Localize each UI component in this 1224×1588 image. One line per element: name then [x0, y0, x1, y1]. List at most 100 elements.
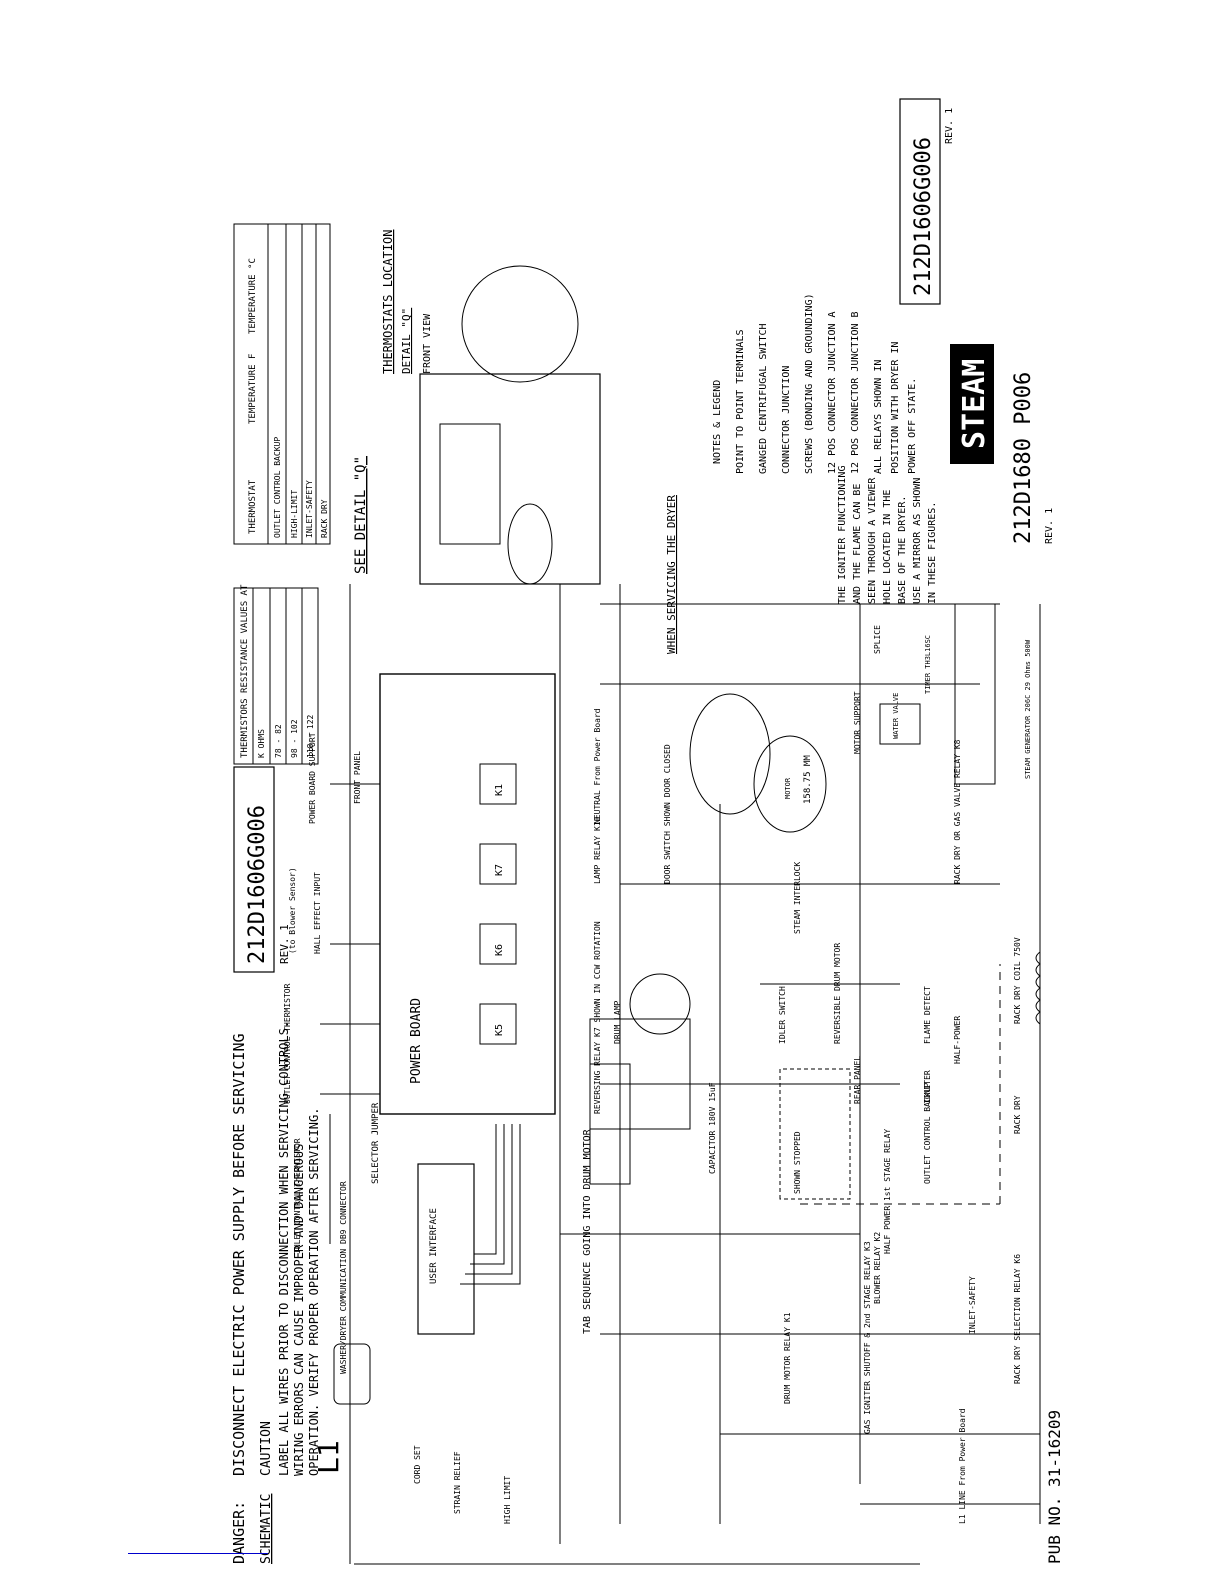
motor-support-label: MOTOR SUPPORT	[853, 691, 862, 754]
thermostat-row-label: INLET-SAFETY	[305, 480, 314, 538]
door-switch-label: DOOR SWITCH SHOWN DOOR CLOSED	[663, 744, 672, 884]
outlet-backup-label: OUTLET CONTROL BACKUP	[923, 1083, 932, 1184]
caution-line-3: OPERATION. VERIFY PROPER OPERATION AFTER…	[307, 1108, 321, 1476]
splice-label: SPLICE	[873, 625, 882, 654]
rack-dry-relay-label: RACK DRY OR GAS VALVE RELAY K8	[953, 739, 962, 884]
note-item: POINT TO POINT TERMINALS	[735, 330, 746, 475]
relay-k5: K5	[494, 1024, 505, 1036]
steam-label: STEAM	[957, 359, 992, 449]
part-number: 212D1680 P006	[1011, 372, 1036, 544]
blower-sensor-label: (to Blower Sensor)	[288, 867, 297, 954]
motor-label: MOTOR	[784, 777, 792, 799]
half-power-coil-label: HALF-POWER	[953, 1016, 962, 1064]
igniter-note: THE IGNITER FUNCTIONING	[837, 466, 848, 604]
steam-badge	[950, 344, 994, 464]
rack-dry-label: RACK DRY	[1013, 1095, 1022, 1134]
note-item: 12 POS CONNECTOR JUNCTION A	[827, 311, 838, 474]
location-title: THERMOSTATS LOCATION	[381, 230, 395, 375]
power-board-support: POWER BOARD SUPPORT	[308, 732, 317, 824]
caution-line-1: LABEL ALL WIRES PRIOR TO DISCONNECTION W…	[277, 1021, 291, 1476]
neutral-label: NEUTRAL From Power Board	[593, 708, 602, 824]
danger-text: DISCONNECT ELECTRIC POWER SUPPLY BEFORE …	[230, 1033, 248, 1476]
drum-motor-relay-label: DRUM MOTOR RELAY K1	[783, 1312, 792, 1404]
l1-line-label: L1 LINE From Power Board	[958, 1408, 967, 1524]
water-valve	[879, 703, 921, 745]
thermistor-title: THERMISTORS RESISTANCE VALUES AT	[240, 584, 250, 758]
relay-k6: K6	[494, 944, 505, 956]
drum-lamp-label: DRUM LAMP	[613, 1000, 622, 1044]
lamp-relay-label: LAMP RELAY K10	[593, 816, 602, 884]
danger-label: DANGER:	[230, 1501, 248, 1564]
user-interface: USER INTERFACE	[417, 1163, 475, 1335]
flame-detect-label: FLAME DETECT	[923, 986, 932, 1044]
thermostat-table: THERMOSTAT TEMPERATURE F TEMPERATURE °C …	[233, 223, 331, 545]
note-item: GANGED CENTRIFUGAL SWITCH	[758, 323, 769, 474]
thermistor-cell: 118 - 122	[306, 714, 315, 758]
notes-legend: NOTES & LEGEND POINT TO POINT TERMINALS …	[712, 293, 938, 604]
blower-relay-label: BLOWER RELAY K2	[873, 1232, 882, 1304]
rack-dry-coil-label: RACK DRY COIL 750V	[1013, 937, 1022, 1024]
dimension-label: 158.75 MM	[803, 755, 813, 804]
wiring	[320, 584, 1041, 1565]
thermistor-table: THERMISTORS RESISTANCE VALUES AT K OHMS …	[233, 584, 319, 765]
drum-motor-section: TAB SEQUENCE GOING INTO DRUM MOTOR REVER…	[582, 921, 851, 1334]
drum-lamp	[629, 973, 691, 1035]
rear-panel-label: REAR PANEL	[853, 1056, 862, 1104]
notes-title: NOTES & LEGEND	[712, 380, 723, 464]
location-detail: DETAIL "Q"	[400, 308, 413, 374]
note-item: POWER OFF STATE.	[907, 378, 918, 474]
blower-motor	[753, 735, 827, 833]
doc-rev-right: REV. 1	[944, 108, 955, 144]
front-view: FRONT VIEW	[422, 313, 433, 374]
selector-jumper: SELECTOR JUMPER	[371, 1102, 381, 1184]
shown-stopped-label: SHOWN STOPPED	[793, 1131, 802, 1194]
note-item: ALL RELAYS SHOWN IN	[873, 360, 884, 474]
igniter-label: IGNITER	[923, 1070, 932, 1104]
thermistor-header-kohms: K OHMS	[257, 729, 266, 758]
thermostat-header-f: TEMPERATURE F	[248, 354, 258, 424]
tab-sequence-label: TAB SEQUENCE GOING INTO DRUM MOTOR	[582, 1128, 593, 1334]
db9-connector	[333, 1343, 371, 1405]
power-board: POWER BOARD K5 K6 K7 K1	[379, 673, 556, 1115]
igniter-note: BASE OF THE DRYER.	[897, 496, 908, 604]
caution-line-2: WIRING ERRORS CAN CAUSE IMPROPER AND DAN…	[292, 1144, 306, 1476]
half-power-relay-label: HALF POWER 1st STAGE RELAY	[883, 1129, 892, 1254]
igniter-note: AND THE FLAME CAN BE	[852, 484, 863, 604]
outlet-thermistor-label: OUTLET CONTROL THERMISTOR	[283, 983, 292, 1104]
thermostat-row-label: RACK DRY	[320, 499, 329, 538]
schematic-label: SCHEMATIC	[259, 1494, 274, 1564]
igniter-note: HOLE LOCATED IN THE	[882, 490, 893, 604]
cord-set-label: CORD SET	[413, 1445, 422, 1484]
servicing-title: WHEN SERVICING THE DRYER	[665, 495, 678, 654]
note-item: CONNECTOR JUNCTION	[781, 366, 792, 474]
doc-number-box-right	[899, 98, 941, 305]
capacitor-label: CAPACITOR 180V 15uF	[708, 1082, 717, 1174]
reversing-relay-label: REVERSING RELAY K7 SHOWN IN CCW ROTATION	[593, 921, 602, 1114]
igniter-note: IN THESE FIGURES.	[927, 502, 938, 604]
see-detail: SEE DETAIL "Q"	[353, 456, 369, 574]
thermostat-row-label: OUTLET CONTROL BACKUP	[273, 437, 282, 538]
washer-dryer-label: WASHER/DRYER COMMUNICATION DB9 CONNECTOR	[339, 1181, 348, 1374]
doc-rev-top: REV. 1	[278, 924, 291, 964]
relay-k7: K7	[494, 864, 505, 876]
note-item: SCREWS (BONDING AND GROUNDING)	[804, 293, 815, 474]
line-label: L1	[312, 1440, 345, 1474]
note-item: 12 POS CONNECTOR JUNCTION B	[850, 311, 861, 474]
front-panel-label: FRONT PANEL	[353, 751, 362, 804]
high-limit-label: HIGH LIMIT	[503, 1476, 512, 1524]
hall-effect-label: HALL EFFECT INPUT	[313, 872, 322, 954]
doc-number-box	[233, 766, 275, 973]
inlet-thermistor-label: INLET CONTROL THERMISTOR	[293, 1138, 302, 1254]
igniter-note: USE A MIRROR AS SHOWN	[912, 478, 923, 604]
pub-number: PUB NO. 31-16209	[1045, 1410, 1064, 1564]
thermostat-row-label: HIGH-LIMIT	[290, 490, 299, 538]
relay-k1: K1	[494, 784, 505, 796]
drum-motor-label: REVERSIBLE DRUM MOTOR	[833, 943, 842, 1044]
caution-label: CAUTION	[259, 1421, 274, 1476]
idler-switch-label: IDLER SWITCH	[778, 986, 787, 1044]
thermostat-header: THERMOSTAT	[248, 479, 258, 534]
thermostat-header-c: TEMPERATURE °C	[248, 258, 258, 334]
water-valve-label: WATER VALVE	[892, 693, 900, 739]
